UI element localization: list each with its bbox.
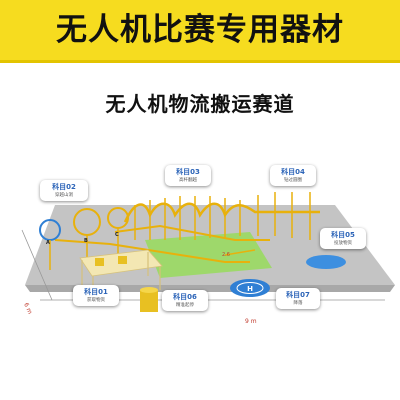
callout-sub: 获取物资 (87, 298, 105, 303)
point-a-label: A (46, 240, 50, 246)
callout-title: 科目06 (173, 293, 197, 301)
cargo-box-2 (118, 256, 127, 264)
dimension-length: 9 m (245, 318, 257, 325)
callout-sub: 高杆翻越 (179, 178, 197, 183)
point-b-label: B (84, 238, 88, 244)
callout-title: 科目02 (52, 183, 76, 191)
callout-title: 科目07 (286, 291, 310, 299)
callout-sub: 精准起停 (176, 303, 194, 308)
cargo-box-1 (95, 258, 104, 266)
callout-subject-05: 科目05 投放物资 (320, 228, 366, 249)
landing-cylinder-top (140, 287, 158, 293)
helipad (230, 279, 270, 297)
subtitle: 无人机物流搬运赛道 (105, 92, 295, 116)
banner-title: 无人机比赛专用器材 (56, 12, 344, 48)
blue-drop-pad (306, 255, 346, 269)
helipad-ring (236, 282, 264, 294)
callout-subject-02: 科目02 穿越山洞 (40, 180, 88, 201)
point-c-label: C (115, 232, 119, 238)
callout-sub: 钻过圆圈 (284, 178, 302, 183)
callout-title: 科目03 (176, 168, 200, 176)
ground-track-2 (114, 224, 270, 241)
landing-cylinder (140, 290, 158, 312)
green-zone (145, 232, 272, 278)
poles (134, 192, 311, 240)
callout-sub: 投放物资 (334, 241, 352, 246)
callout-title: 科目04 (281, 168, 305, 176)
callout-sub: 降落 (293, 301, 303, 306)
wavy-track (123, 202, 320, 223)
dimension-gate: 2.6 (222, 252, 230, 258)
ground-track (54, 239, 250, 263)
callout-title: 科目01 (84, 288, 108, 296)
callout-subject-06: 科目06 精准起停 (162, 290, 208, 311)
gate-rail (224, 249, 256, 256)
callout-sub: 穿越山洞 (55, 193, 73, 198)
callout-title: 科目05 (331, 231, 355, 239)
helipad-letter: H (247, 285, 253, 293)
dim-line-width (21, 229, 53, 301)
banner (0, 0, 400, 63)
callout-subject-04: 科目04 钻过圆圈 (270, 165, 316, 186)
callout-subject-03: 科目03 高杆翻越 (165, 165, 211, 186)
callout-subject-01: 科目01 获取物资 (73, 285, 119, 306)
callout-subject-07: 科目07 降落 (276, 288, 320, 309)
